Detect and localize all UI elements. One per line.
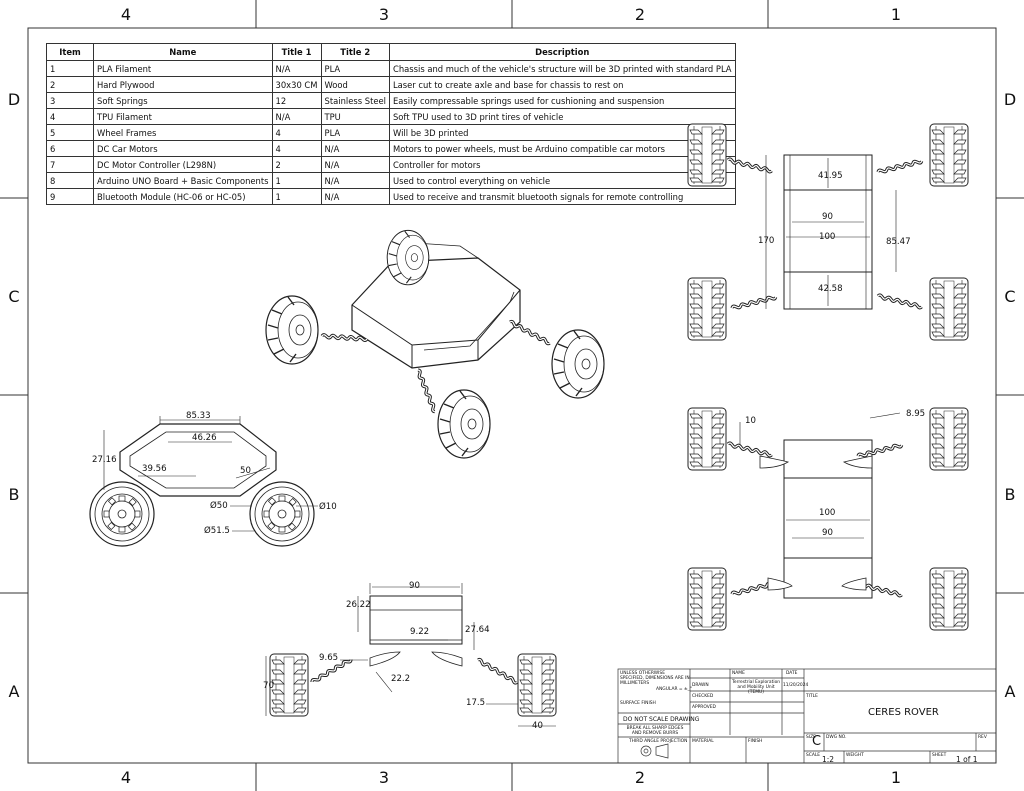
- scale-label: SCALE: [806, 753, 821, 758]
- isometric-view: [265, 229, 605, 459]
- bottom-view: [687, 407, 969, 631]
- dwg-no-label: DWG NO.: [826, 735, 847, 740]
- zone-col-label: 2: [634, 5, 646, 24]
- zone-row-label: A: [1004, 682, 1016, 701]
- dim-label: 100: [819, 232, 836, 242]
- zone-col-label: 2: [634, 768, 646, 787]
- dim-label: Ø10: [319, 502, 337, 512]
- dim-label: 85.47: [886, 237, 911, 247]
- bom-header-row: Item Name Title 1 Title 2 Description: [46, 43, 736, 61]
- dim-label: 17.5: [466, 698, 486, 708]
- bom-cell: 9: [46, 188, 94, 205]
- dim-label: 8.95: [906, 409, 926, 419]
- finish-label: FINISH: [748, 739, 763, 744]
- dim-label: 26.22: [346, 600, 371, 610]
- sheet-number: 1 of 1: [956, 755, 978, 764]
- dim-label: 39.56: [142, 464, 167, 474]
- zone-col-label: 1: [890, 768, 902, 787]
- bill-of-materials-table: Item Name Title 1 Title 2 Description 1 P…: [46, 43, 736, 205]
- dim-label: 42.58: [818, 284, 843, 294]
- dim-label: Ø51.5: [204, 526, 230, 536]
- dim-label: 90: [822, 212, 833, 222]
- bom-cell: Used to receive and transmit bluetooth s…: [388, 188, 736, 205]
- dim-label: 90: [822, 528, 833, 538]
- zone-col-label: 3: [378, 768, 390, 787]
- sheet-label: SHEET: [932, 753, 947, 758]
- date-header: DATE: [786, 671, 798, 676]
- zone-col-label: 4: [120, 768, 132, 787]
- do-not-scale-note: DO NOT SCALE DRAWING: [623, 716, 700, 723]
- zone-row-label: A: [8, 682, 20, 701]
- size-label: SIZE: [806, 735, 816, 740]
- dim-label: 85.33: [186, 411, 211, 421]
- dim-label: 70: [263, 681, 274, 691]
- dim-label: 27.16: [92, 455, 117, 465]
- dim-label: 50: [240, 466, 251, 476]
- dim-label: 27.64: [465, 625, 490, 635]
- angular-tolerance: ANGULAR = ±_°: [656, 687, 693, 692]
- bom-cell: 1: [271, 188, 322, 205]
- weight-label: WEIGHT: [846, 753, 864, 758]
- drawn-date: 11/20/2024: [783, 683, 809, 688]
- dim-label: Ø50: [210, 501, 228, 511]
- material-label: MATERIAL: [692, 739, 714, 744]
- name-header: NAME: [732, 671, 745, 676]
- dim-label: 46.26: [192, 433, 217, 443]
- top-view: [687, 123, 969, 341]
- dim-label: 22.2: [391, 674, 411, 684]
- surface-finish-label: SURFACE FINISH: [620, 701, 656, 706]
- drawn-label: DRAWN: [692, 683, 709, 688]
- bom-cell: 8: [46, 172, 94, 189]
- zone-row-label: C: [8, 287, 20, 306]
- dim-label: 100: [819, 508, 836, 518]
- zone-row-label: B: [1004, 485, 1016, 504]
- checked-label: CHECKED: [692, 694, 714, 699]
- scale-value: 1:2: [822, 755, 835, 764]
- dim-label: 40: [532, 721, 543, 731]
- dim-label: 170: [758, 236, 775, 246]
- approved-label: APPROVED: [692, 705, 716, 710]
- tolerance-note: UNLESS OTHERWISE SPECIFIED, DIMENSIONS A…: [620, 671, 690, 686]
- dim-label: 10: [745, 416, 756, 426]
- drawn-by: Terrestrial Exploration and Mobility Uni…: [731, 680, 781, 695]
- zone-row-label: B: [8, 485, 20, 504]
- front-view: [265, 583, 557, 727]
- zone-col-label: 3: [378, 5, 390, 24]
- break-edges-note: BREAK ALL SHARP EDGES AND REMOVE BURRS: [626, 726, 684, 736]
- zone-col-label: 4: [120, 5, 132, 24]
- bom-cell: PLA: [320, 124, 390, 141]
- title-label: TITLE: [806, 694, 818, 699]
- dim-label: 9.65: [319, 653, 339, 663]
- zone-col-label: 1: [890, 5, 902, 24]
- sheet-size: C: [812, 734, 822, 749]
- dim-label: 9.22: [410, 627, 430, 637]
- zone-row-label: C: [1004, 287, 1016, 306]
- drawing-title: CERES ROVER: [868, 707, 939, 718]
- bom-cell: N/A: [320, 188, 390, 205]
- zone-row-label: D: [1003, 90, 1017, 109]
- projection-label: THIRD ANGLE PROJECTION: [629, 739, 688, 744]
- dim-label: 41.95: [818, 171, 843, 181]
- side-view: [89, 416, 318, 547]
- dim-label: 90: [409, 581, 420, 591]
- zone-row-label: D: [7, 90, 21, 109]
- title-block: [617, 668, 997, 764]
- rev-label: REV: [978, 735, 987, 740]
